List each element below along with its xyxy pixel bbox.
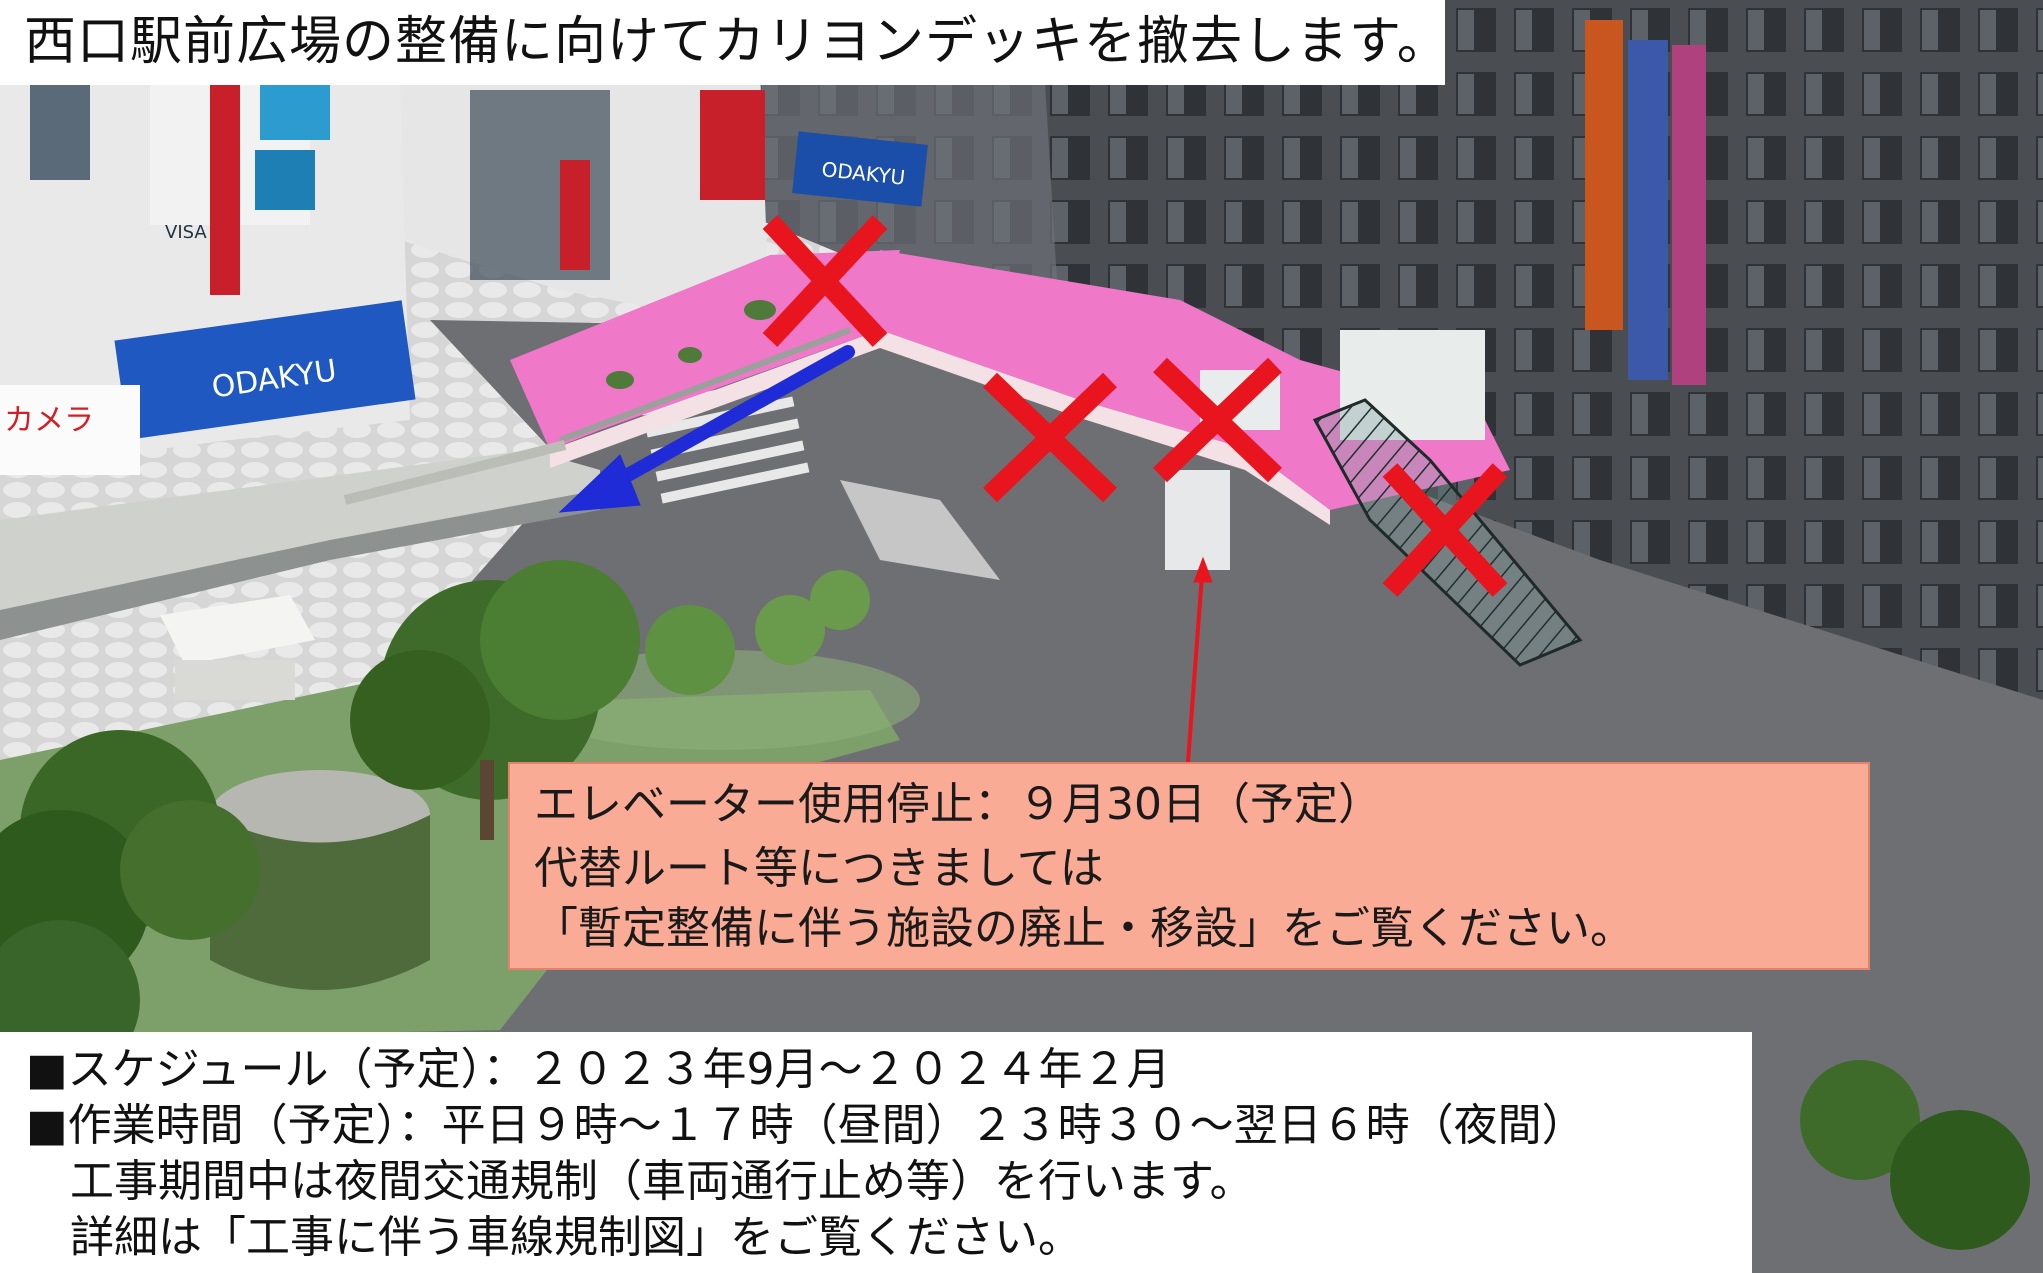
removal-cross-marks — [762, 215, 1508, 597]
elevator-notice-box: エレベーター使用停止：９月30日（予定） 代替ルート等につきましては 「暫定整備… — [508, 762, 1870, 970]
round-shaft — [210, 815, 430, 990]
schedule-line-1: ■スケジュール（予定）：２０２３年9月〜２０２４年２月 — [26, 1044, 1171, 1095]
cross-mark-2 — [983, 372, 1117, 503]
notice-line-1: エレベーター使用停止：９月30日（予定） — [534, 779, 1382, 830]
cross-mark-1 — [762, 215, 888, 347]
banner-orange — [1585, 20, 1623, 330]
left-deck — [0, 450, 600, 610]
title-banner: 西口駅前広場の整備に向けてカリヨンデッキを撤去します。 — [0, 0, 1449, 85]
trees — [0, 560, 2030, 1250]
deck-planters — [606, 300, 776, 389]
camera-sign-text: カメラ — [4, 403, 94, 438]
notice-line-2: 代替ルート等につきましては — [534, 843, 1104, 894]
banner-blue — [1628, 40, 1668, 380]
schedule-line-3: 工事期間中は夜間交通規制（車両通行止め等）を行います。 — [70, 1156, 1254, 1207]
visa-text: VISA — [165, 222, 207, 243]
shelter — [160, 595, 315, 665]
road-marking-zebra — [840, 480, 1000, 580]
notice-line-3: 「暫定整備に伴う施設の廃止・移設」をご覧ください。 — [534, 903, 1634, 954]
route-arrow — [558, 345, 855, 513]
odakyu-sign-left — [114, 300, 416, 440]
schedule-line-4: 詳細は「工事に伴う車線規制図」をご覧ください。 — [70, 1212, 1082, 1263]
elevator-tower — [1165, 470, 1230, 570]
schedule-line-2: ■作業時間（予定）：平日９時〜１７時（昼間）２３時３０〜翌日６時（夜間） — [26, 1100, 1586, 1151]
cross-mark-4 — [1382, 463, 1508, 597]
cross-mark-3 — [1153, 357, 1282, 483]
schedule-box: ■スケジュール（予定）：２０２３年9月〜２０２４年２月 ■作業時間（予定）：平日… — [0, 1032, 1752, 1273]
elevator-pointer — [1186, 556, 1213, 763]
odakyu-sign-top — [792, 131, 928, 207]
banner-magenta — [1672, 45, 1706, 385]
page-title: 西口駅前広場の整備に向けてカリヨンデッキを撤去します。 — [24, 12, 1450, 72]
